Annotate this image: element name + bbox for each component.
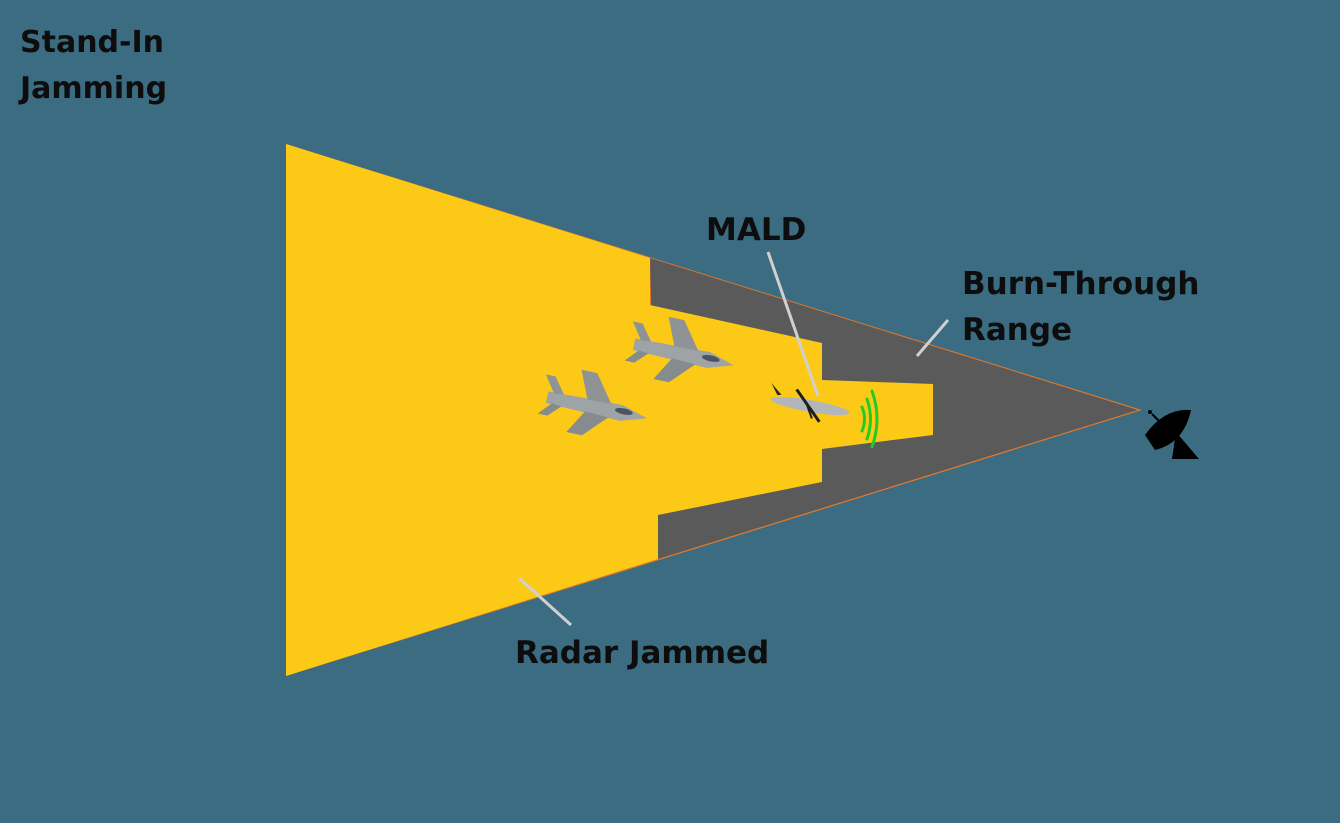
diagram-title: Stand-In Jamming bbox=[20, 20, 167, 112]
burn-through-range-label: Burn-Through Range bbox=[962, 261, 1200, 353]
title-line: Stand-In bbox=[20, 25, 164, 60]
burn-through-line: Burn-Through bbox=[962, 266, 1200, 302]
radio-signal-icon bbox=[860, 389, 879, 449]
mald-decoy-icon bbox=[770, 382, 850, 423]
fighter-jet-icon bbox=[624, 316, 734, 383]
mald-label: MALD bbox=[706, 212, 807, 248]
mald-leader-line bbox=[766, 251, 820, 397]
burn-through-leader-line bbox=[915, 319, 950, 357]
radar-dish-icon bbox=[1145, 409, 1199, 459]
burn-through-line: Range bbox=[962, 312, 1073, 348]
radar-jammed-label: Radar Jammed bbox=[515, 635, 770, 671]
fighter-jet-icon bbox=[537, 369, 647, 436]
title-line: Jamming bbox=[20, 71, 168, 106]
radar-jammed-leader-line bbox=[517, 576, 573, 627]
